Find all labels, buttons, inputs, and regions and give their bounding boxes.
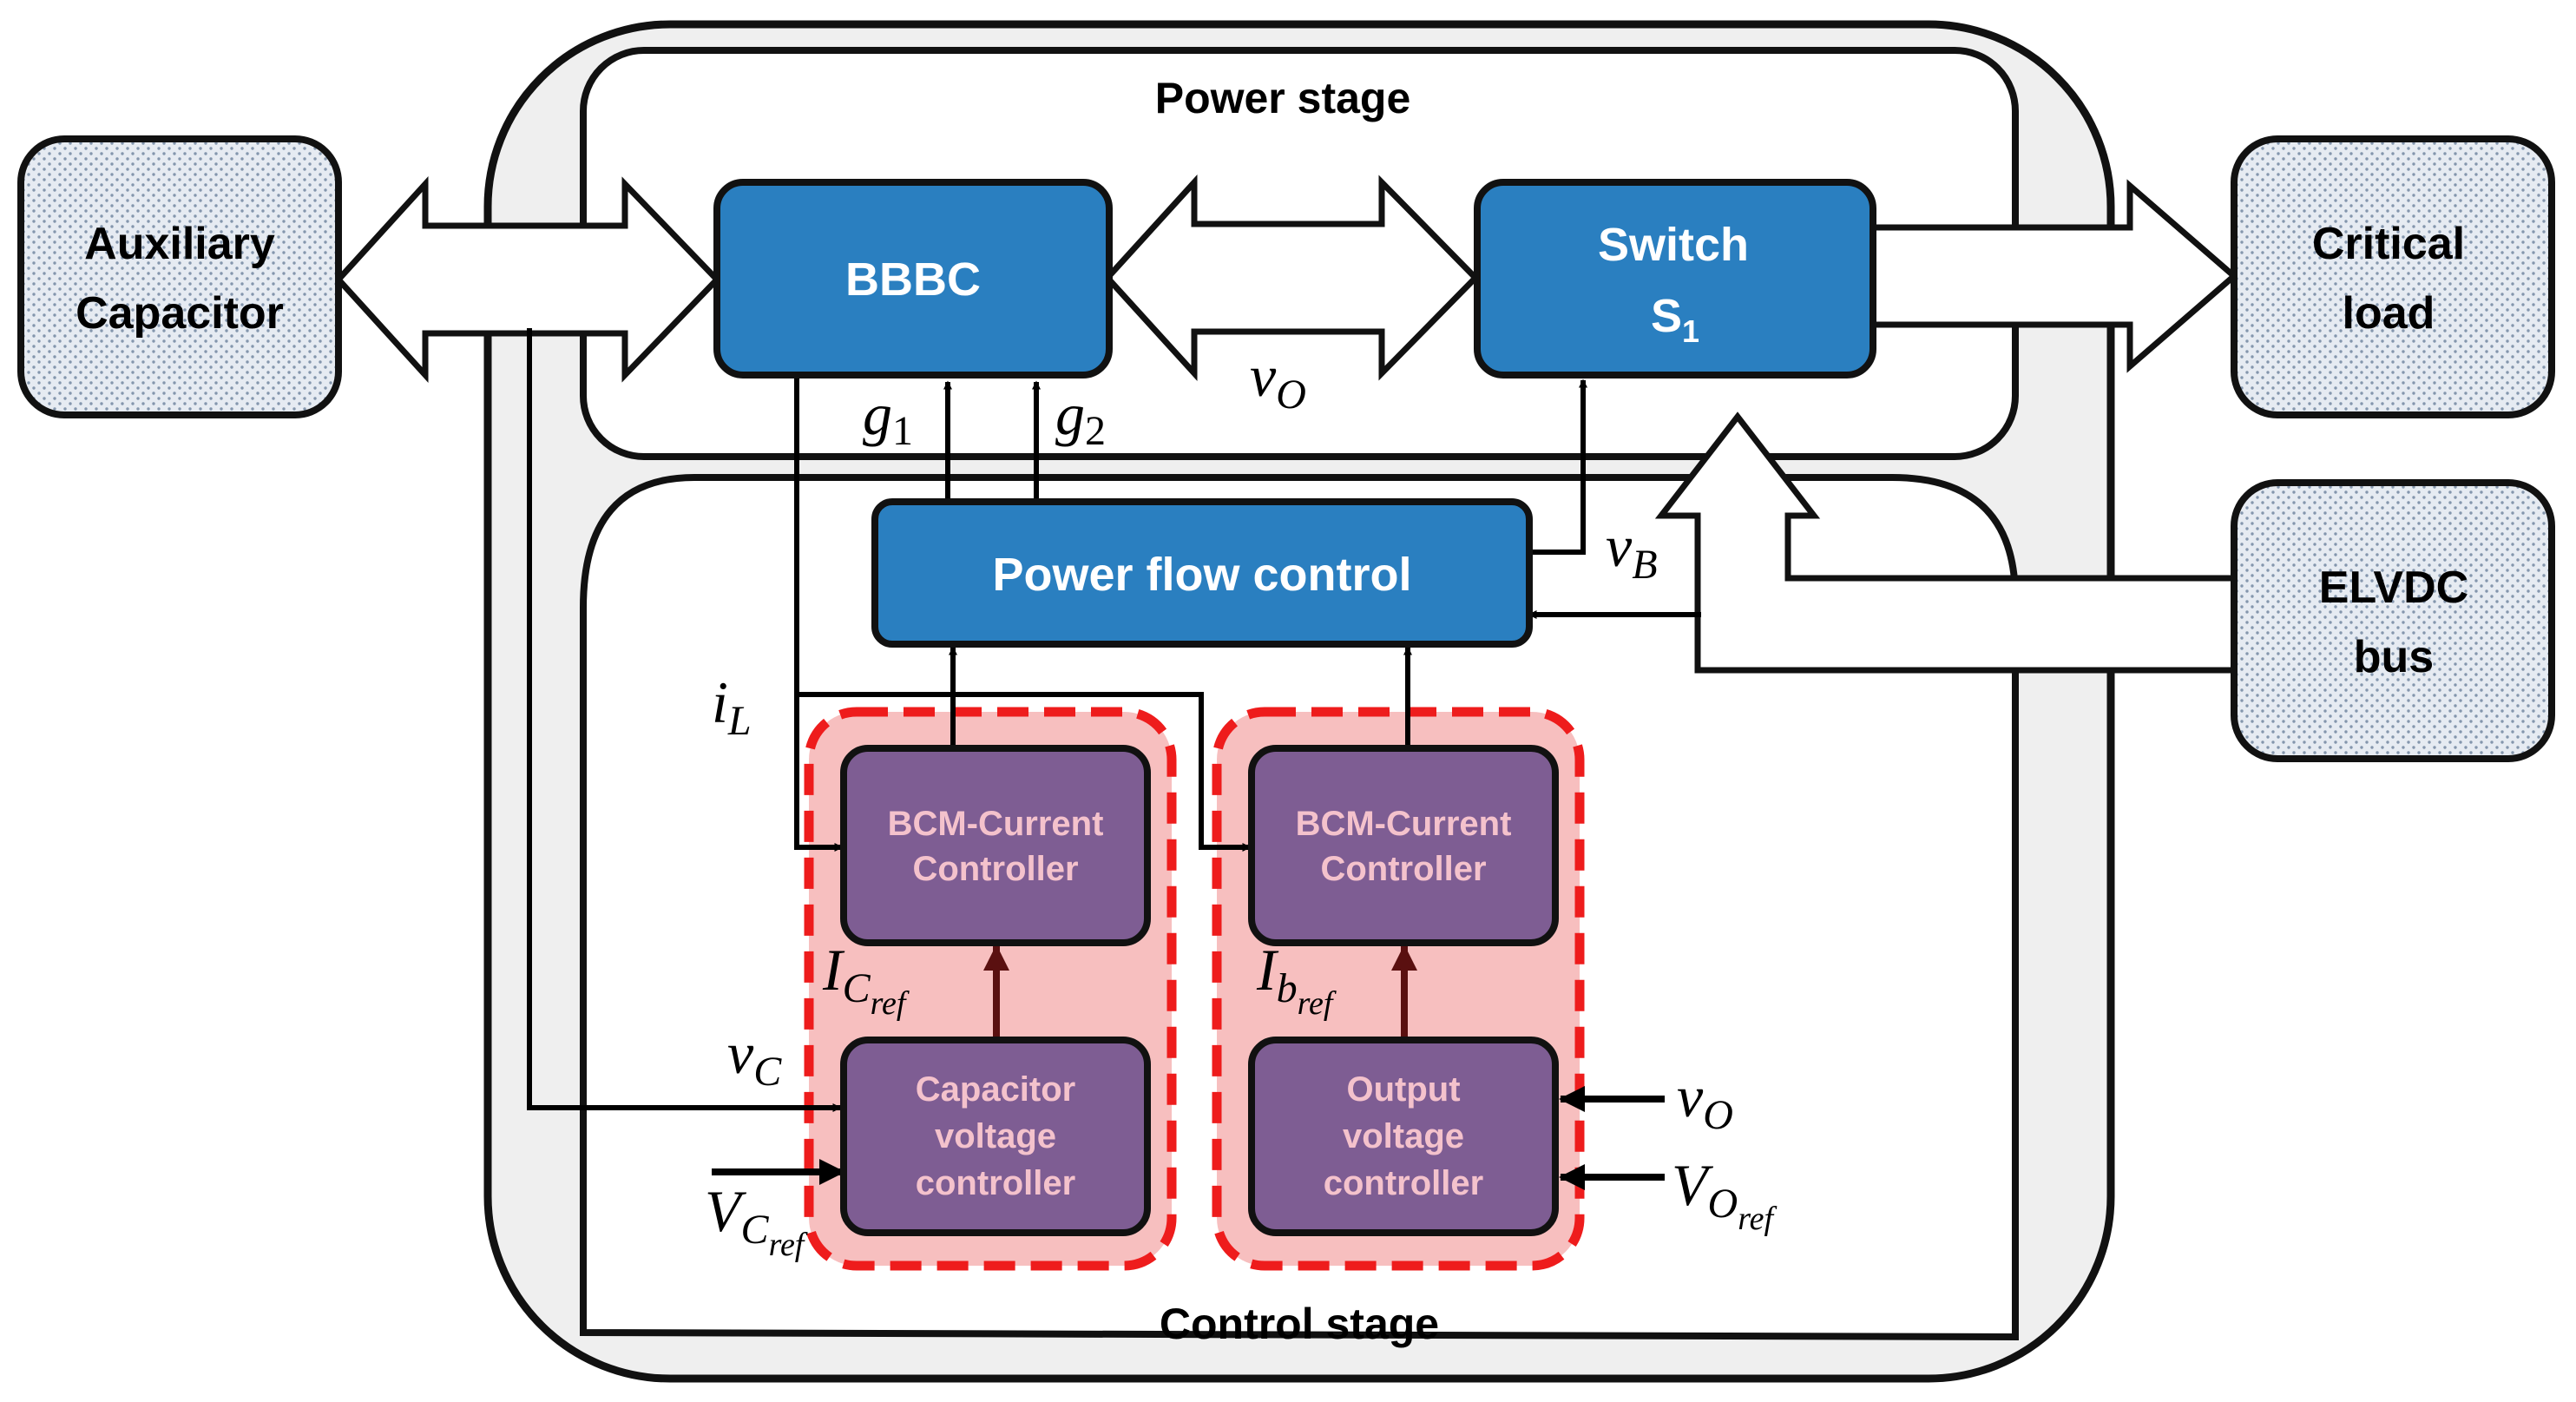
cap-ctrl-line3: controller (916, 1164, 1075, 1202)
switch-label-line1: Switch (1598, 219, 1749, 271)
vo-top-label: vO (1250, 343, 1306, 418)
switch-gate-wire (1529, 378, 1587, 555)
auxiliary-capacitor-block: Auxiliary Capacitor (17, 135, 342, 418)
il-label: iL (712, 669, 752, 744)
auxiliary-capacitor-line1: Auxiliary (84, 219, 275, 269)
bbbc-label: BBBC (845, 253, 981, 306)
controller-internal-arrows (983, 945, 1417, 1038)
control-stage-label: Control stage (1160, 1300, 1439, 1348)
g1-label: g1 (863, 381, 913, 454)
bcm1-line2: Controller (912, 850, 1078, 888)
output-voltage-controller: Output voltage controller (1248, 1037, 1559, 1236)
elvdc-bus-line1: ELVDC (2319, 563, 2468, 613)
bcm-current-controller-1: BCM-Current Controller (840, 745, 1151, 946)
il-wire (794, 378, 844, 852)
bcm2-line1: BCM-Current (1296, 805, 1512, 843)
g2-label: g2 (1055, 381, 1106, 454)
elvdc-bus-line2: bus (2354, 632, 2434, 682)
capacitor-voltage-controller: Capacitor voltage controller (840, 1037, 1151, 1236)
icref-label: ICref (822, 937, 910, 1022)
bcm1-line1: BCM-Current (888, 805, 1104, 843)
il-branch-wire (797, 692, 1252, 852)
vc-label: vC (727, 1020, 782, 1095)
power-flow-control-block: Power flow control (871, 498, 1533, 648)
voref-label: VOref (1672, 1152, 1777, 1237)
switch-load-arrow (1870, 179, 2239, 373)
signal-wires (527, 328, 1701, 1112)
vo-right-label: vO (1677, 1063, 1733, 1138)
out-ctrl-line2: voltage (1343, 1117, 1464, 1155)
bbbc-block: BBBC (713, 179, 1113, 378)
out-ctrl-line3: controller (1324, 1164, 1483, 1202)
switch-label-line2: S1 (1651, 290, 1699, 349)
bcm2-line2: Controller (1320, 850, 1486, 888)
cap-ctrl-line1: Capacitor (916, 1070, 1076, 1109)
power-flow-control-label: Power flow control (992, 549, 1411, 601)
auxiliary-capacitor-line2: Capacitor (76, 288, 284, 339)
elvdc-bus-block: ELVDC bus (2231, 479, 2555, 762)
elvdc-supply-arrow (1654, 411, 2244, 674)
vcref-label: VCref (705, 1178, 808, 1263)
vc-wire (527, 328, 842, 1112)
cap-ctrl-line2: voltage (935, 1117, 1056, 1155)
out-ctrl-line1: Output (1346, 1070, 1460, 1109)
critical-load-line1: Critical (2312, 219, 2465, 269)
ibref-label: Ibref (1256, 937, 1337, 1022)
power-stage-label: Power stage (1155, 74, 1411, 122)
critical-load-block: Critical load (2231, 135, 2555, 418)
critical-load-line2: load (2343, 288, 2435, 339)
vb-label: vB (1606, 513, 1658, 588)
switch-block: Switch S1 (1474, 179, 1876, 378)
reference-input-arrows (712, 1086, 1665, 1190)
bcm-current-controller-2: BCM-Current Controller (1248, 745, 1559, 946)
